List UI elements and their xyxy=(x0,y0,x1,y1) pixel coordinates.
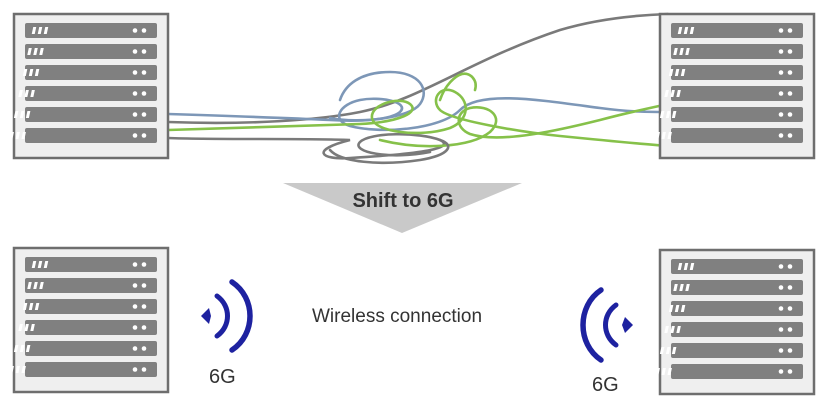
server-slot xyxy=(655,364,803,379)
wireless-signal-icon xyxy=(201,279,253,353)
cable-gray-2 xyxy=(166,132,446,160)
left-6g-label: 6G xyxy=(209,366,236,388)
cable-gray-1 xyxy=(166,12,670,125)
server-slot xyxy=(25,23,157,38)
server-slot xyxy=(659,343,803,358)
server-slot xyxy=(22,65,157,80)
server-rack-icon xyxy=(9,246,170,394)
server-slot xyxy=(13,107,157,122)
signal-source-right xyxy=(622,317,633,333)
server-slot xyxy=(18,86,157,101)
server-slot xyxy=(671,280,803,295)
server-slot xyxy=(18,320,157,335)
cable-green-2 xyxy=(378,102,670,148)
server-slot xyxy=(22,299,157,314)
server-slot xyxy=(655,128,803,143)
cable-blue-1 xyxy=(166,97,670,132)
cable-green-3 xyxy=(438,72,477,102)
signal-source-left xyxy=(201,308,211,324)
server-rack-icon xyxy=(655,248,816,396)
server-slot xyxy=(664,86,803,101)
shift-label: Shift to 6G xyxy=(352,190,453,212)
server-slot xyxy=(671,44,803,59)
server-slot xyxy=(9,362,157,377)
shift-arrow xyxy=(283,183,522,233)
server-slot xyxy=(659,107,803,122)
server-rack-icon xyxy=(655,12,816,160)
server-slot xyxy=(9,128,157,143)
server-slot xyxy=(668,301,803,316)
right-6g-label: 6G xyxy=(592,374,619,396)
server-slot xyxy=(13,341,157,356)
server-slot xyxy=(668,65,803,80)
wireless-connection-label: Wireless connection xyxy=(312,306,483,327)
server-slot xyxy=(25,44,157,59)
server-slot xyxy=(664,322,803,337)
cable-gray-3 xyxy=(328,138,450,165)
server-rack-icon xyxy=(9,12,170,160)
server-slot xyxy=(671,259,803,274)
cable-green-1 xyxy=(166,88,670,148)
wired-cables xyxy=(166,12,670,165)
server-slot xyxy=(25,278,157,293)
wireless-signal-icon xyxy=(580,287,633,363)
cable-blue-2 xyxy=(328,70,425,122)
server-slot xyxy=(25,257,157,272)
server-slot xyxy=(671,23,803,38)
